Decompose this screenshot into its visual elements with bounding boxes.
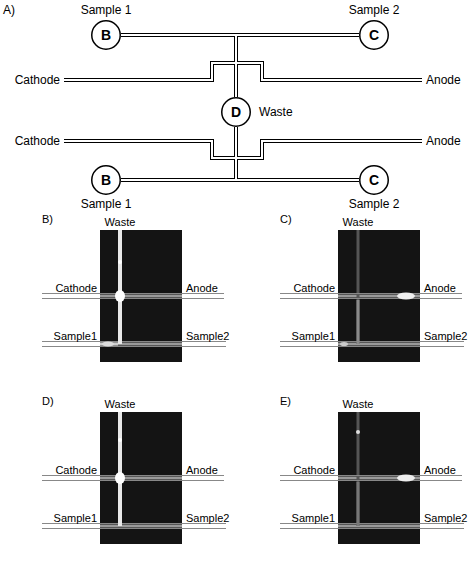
electrode-label: Anode	[424, 283, 456, 294]
channel-group	[64, 63, 422, 158]
bubble	[118, 260, 122, 264]
panel-features	[356, 430, 415, 526]
reservoir-circle: DWaste	[221, 97, 251, 127]
bubble	[356, 430, 360, 434]
bright-channel	[357, 482, 360, 526]
reservoir-circle: CSample 2	[359, 165, 389, 195]
reservoir-letter: B	[91, 165, 121, 195]
reservoir-label: Sample1	[292, 331, 335, 342]
electrode-channel	[64, 141, 422, 158]
electrode-label: Cathode	[15, 74, 60, 86]
reservoir-outline	[222, 98, 251, 127]
sample-plug	[115, 290, 125, 302]
reservoir-outline	[360, 21, 389, 50]
photo-panel	[42, 412, 226, 544]
channel-connector-core	[236, 35, 359, 97]
reservoir-label: Sample1	[54, 513, 97, 524]
panel-letter: B)	[42, 214, 53, 225]
reservoir-label: Waste	[343, 217, 374, 228]
bubble	[118, 438, 122, 442]
panel-features	[115, 412, 125, 526]
reservoir-label: Sample2	[186, 331, 229, 342]
channel-connector-core	[121, 127, 236, 180]
bright-channel	[118, 412, 122, 526]
electrode-label: Anode	[186, 283, 218, 294]
electrode-label: Cathode	[15, 135, 60, 147]
reservoir-label: Sample2	[186, 513, 229, 524]
electrode-label: Cathode	[293, 283, 335, 294]
photo-panel	[280, 412, 464, 544]
electrode-channel	[64, 63, 422, 80]
panel-letter: E)	[280, 396, 291, 407]
reservoir-outline	[360, 166, 389, 195]
reservoir-label: Sample1	[292, 513, 335, 524]
photo-panel	[42, 230, 226, 362]
sample-plug	[397, 475, 415, 482]
reservoir-outline	[92, 166, 121, 195]
reservoir-letter: B	[91, 20, 121, 50]
reservoir-outline	[92, 21, 121, 50]
bright-channel	[118, 230, 122, 344]
electrode-label: Cathode	[55, 465, 97, 476]
reservoir-letter: C	[359, 165, 389, 195]
sample-plug	[102, 342, 114, 347]
sample-plug	[397, 293, 415, 300]
electrode-label: Cathode	[55, 283, 97, 294]
reservoir-label: Waste	[259, 106, 293, 118]
reservoir-circle: BSample 1	[91, 165, 121, 195]
bright-channel	[100, 343, 118, 346]
reservoir-label: Sample 1	[81, 198, 132, 210]
panel-letter: D)	[42, 396, 54, 407]
reservoir-label: Sample1	[54, 331, 97, 342]
channel-group	[64, 63, 422, 158]
reservoir-label: Sample2	[424, 331, 467, 342]
channel-connector-core	[236, 127, 359, 180]
electrode-label: Anode	[186, 465, 218, 476]
electrode-label: Anode	[424, 465, 456, 476]
channel-connector-core	[121, 35, 236, 97]
reservoir-circle: Sample 1B	[91, 20, 121, 50]
bright-channel	[357, 300, 360, 344]
panel-letter: C)	[280, 214, 292, 225]
reservoir-letter: D	[221, 97, 251, 127]
electrode-channel-core	[64, 141, 422, 158]
panel-features	[340, 293, 415, 347]
channel-connector	[236, 35, 359, 97]
electrode-label: Cathode	[293, 465, 335, 476]
reservoir-label: Sample 2	[349, 198, 400, 210]
connector-group	[121, 35, 359, 180]
reservoir-label: Sample 1	[81, 4, 132, 16]
channel-connector	[121, 35, 236, 97]
channel-connector	[121, 127, 236, 180]
electrode-label: Anode	[426, 74, 461, 86]
panel-features	[100, 230, 125, 347]
reservoir-label: Waste	[105, 399, 136, 410]
reservoir-letter: C	[359, 20, 389, 50]
electrode-channel-core	[64, 63, 422, 80]
reservoir-circle: Sample 2C	[359, 20, 389, 50]
reservoir-label: Sample2	[424, 513, 467, 524]
sample-plug	[340, 342, 348, 346]
photo-panel	[280, 230, 464, 362]
electrode-label: Anode	[426, 135, 461, 147]
panel-letter: A)	[3, 4, 15, 16]
channel-connector	[236, 127, 359, 180]
sample-plug	[115, 472, 125, 484]
reservoir-label: Waste	[105, 217, 136, 228]
reservoir-label: Sample 2	[349, 4, 400, 16]
reservoir-label: Waste	[343, 399, 374, 410]
